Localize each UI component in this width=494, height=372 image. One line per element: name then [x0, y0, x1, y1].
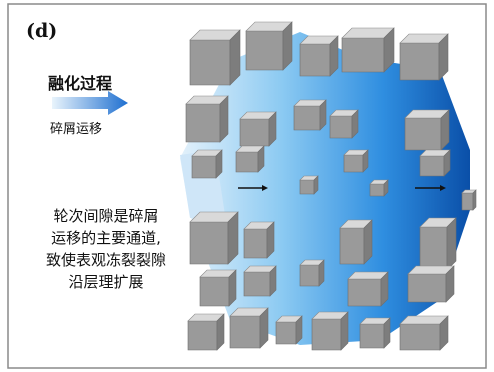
rock-block	[293, 99, 327, 131]
rock-block	[191, 149, 223, 179]
rock-block	[299, 259, 325, 287]
rock-block	[243, 221, 275, 259]
description-line: 致使表观冻裂裂隙	[45, 251, 166, 269]
rock-block	[399, 33, 449, 81]
rock-block	[189, 29, 241, 86]
rock-block	[199, 269, 237, 307]
rock-block	[461, 189, 477, 211]
rock-block	[419, 149, 451, 177]
rock-block	[299, 175, 319, 195]
rock-block	[343, 149, 369, 173]
rock-block	[359, 317, 391, 349]
description-line: 轮次间隙是碎屑	[53, 207, 159, 225]
flow-arrow-left	[238, 185, 268, 191]
description-line: 沿层理扩展	[68, 273, 144, 291]
legend-title: 融化过程	[48, 74, 113, 93]
rock-block	[399, 315, 449, 351]
rock-block	[239, 111, 277, 147]
rock-block	[235, 145, 265, 173]
rock-block	[419, 217, 457, 271]
rock-block	[341, 27, 395, 73]
rock-block	[187, 313, 225, 351]
description-line: 运移的主要通道,	[51, 229, 161, 247]
rock-block	[329, 109, 359, 139]
legend-arrow	[52, 91, 128, 115]
rock-block	[311, 311, 349, 351]
rock-block	[347, 271, 389, 307]
rock-block	[407, 265, 455, 303]
rock-block	[189, 211, 239, 265]
rock-block	[243, 265, 277, 297]
rock-block	[369, 179, 389, 197]
rock-block	[339, 219, 373, 265]
rock-block	[275, 315, 303, 345]
rock-block	[299, 35, 339, 77]
rock-block	[185, 95, 229, 143]
rock-block	[404, 109, 450, 151]
panel-label: (d)	[26, 20, 58, 42]
rock-block	[245, 21, 293, 71]
rock-block	[229, 307, 269, 349]
description-text: 轮次间隙是碎屑 运移的主要通道, 致使表观冻裂裂隙 沿层理扩展	[26, 205, 186, 293]
rock-debris	[185, 21, 477, 351]
legend-subtitle: 碎屑运移	[50, 122, 103, 137]
flow-arrow-right	[415, 185, 446, 191]
